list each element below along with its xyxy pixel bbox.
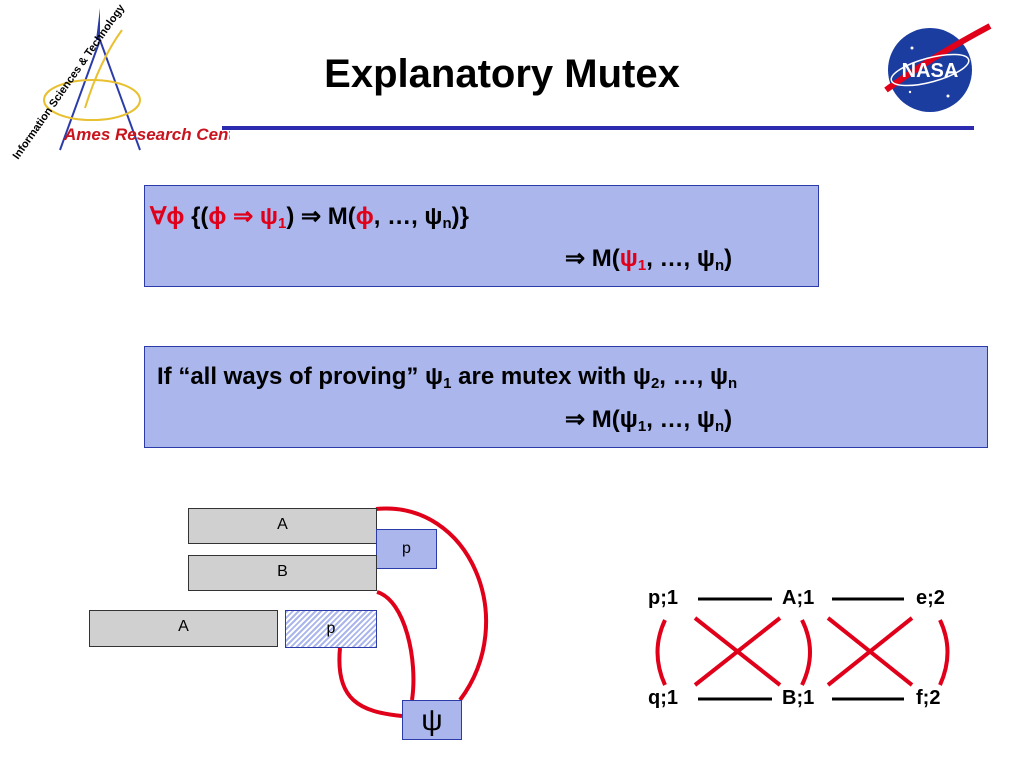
node-b1: B;1 [782, 687, 815, 709]
text-c: , …, ψ [659, 363, 729, 390]
action-bar-a-bottom: A [89, 610, 278, 647]
text-pre: ⇒ M( [565, 245, 620, 272]
subscript: 1 [277, 215, 287, 232]
statement-box: If “all ways of proving” ψ1 are mutex wi… [144, 346, 988, 448]
mutex-arc-a-b [800, 619, 812, 686]
text-rest: , …, ψ [373, 203, 443, 230]
formula-line-1: ∀ϕ {(ϕ ⇒ ψ1) ⇒ M(ϕ, …, ψn)} [150, 202, 469, 232]
forall-symbol: ∀ [150, 203, 167, 230]
formula-box: ∀ϕ {(ϕ ⇒ ψ1) ⇒ M(ϕ, …, ψn)} ⇒ M(ψ1, …, ψ… [144, 185, 819, 287]
psi-goal-box: ψ [402, 700, 462, 740]
phi-symbol: ϕ [208, 203, 227, 230]
nasa-logo-text: NASA [902, 60, 959, 82]
prop-box-p-top: p [376, 529, 437, 569]
implies-symbol: ⇒ [226, 203, 260, 230]
title-rule [222, 126, 974, 130]
mutex-cross-1b [693, 616, 782, 687]
subscript: 1 [637, 418, 647, 435]
psi-symbol: ψ [619, 245, 638, 272]
mutex-arc-e-f [938, 619, 950, 686]
slide-title: Explanatory Mutex [324, 52, 680, 96]
link-b-psi [376, 590, 416, 701]
ames-center-text: Ames Research Center [63, 125, 230, 144]
text-a: ⇒ M(ψ [565, 406, 638, 433]
text-rest: , …, ψ [646, 245, 715, 272]
mutex-cross-2b [826, 616, 914, 687]
text-open: {( [184, 203, 209, 230]
subscript: 1 [637, 257, 647, 274]
node-f2: f;2 [916, 687, 941, 709]
text-end: )} [451, 203, 470, 230]
subscript: 1 [443, 375, 452, 392]
phi-symbol: ϕ [355, 203, 374, 230]
node-e2: e;2 [916, 587, 945, 609]
nasa-logo: NASA [884, 23, 992, 112]
text-b: are mutex with ψ [451, 363, 651, 390]
link-p-psi [337, 647, 403, 718]
node-a1: A;1 [782, 587, 815, 609]
prop-box-p-bottom: p [285, 610, 377, 648]
subscript: n [442, 215, 452, 232]
link-a-psi [375, 506, 489, 702]
subscript: n [714, 418, 725, 435]
node-p1: p;1 [648, 587, 678, 609]
formula-line-2: ⇒ M(ψ1, …, ψn) [565, 244, 732, 274]
text-close: ) ⇒ M( [286, 203, 356, 230]
mutex-arc-p-q [655, 619, 667, 686]
phi-symbol: ϕ [166, 203, 185, 230]
subscript: n [728, 375, 738, 392]
text-end: ) [724, 406, 733, 433]
subscript: 2 [650, 375, 660, 392]
node-q1: q;1 [648, 687, 678, 709]
subscript: n [714, 257, 725, 274]
text-b: , …, ψ [646, 406, 715, 433]
action-bar-a-top: A [188, 508, 377, 544]
action-bar-b: B [188, 555, 377, 591]
ames-research-center-logo: Information Sciences & Technology Ames R… [11, 2, 230, 162]
statement-line-2: ⇒ M(ψ1, …, ψn) [565, 405, 732, 435]
psi-symbol: ψ [259, 203, 278, 230]
statement-line-1: If “all ways of proving” ψ1 are mutex wi… [157, 363, 737, 392]
text-end: ) [724, 245, 733, 272]
text-a: If “all ways of proving” ψ [157, 363, 444, 390]
